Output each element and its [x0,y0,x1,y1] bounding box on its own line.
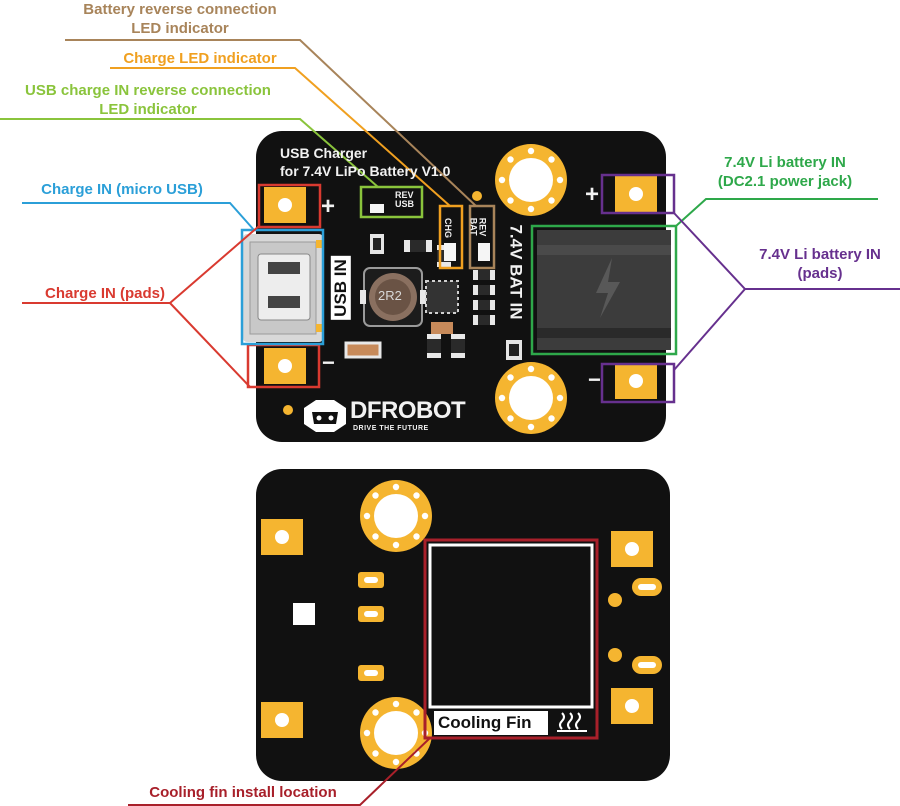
bottom-pad-bottom-right [611,688,653,724]
inductor-2r2 [360,267,426,327]
cooling-fin-area [423,538,599,740]
rev-bat-label: REV BAT [468,217,488,237]
usb-minus-sign: − [322,350,335,375]
bottom-pad-top-right [611,531,653,567]
cooling-fin-label: Cooling Fin [438,713,532,732]
label-battery-in-jack: 7.4V Li battery IN (DC2.1 power jack) [717,154,853,190]
mounting-hole-top-right [495,144,567,216]
label-cooling-fin-location: Cooling fin install location [149,784,337,801]
micro-usb-connector [243,234,324,342]
bottom-pad-top-left [261,519,303,555]
battery-minus-pad [615,363,657,399]
label-usb-reverse-led: USB charge IN reverse connection LED ind… [25,82,271,118]
mounting-hole-bottom-right [495,362,567,434]
usb-in-label: USB IN [330,256,351,320]
label-charge-in-usb: Charge IN (micro USB) [41,181,203,198]
mounting-hole-bottom-board-bottom [360,697,432,769]
battery-minus-sign: − [588,367,601,392]
brand-name: DFROBOT [350,397,466,424]
usb-minus-pad [264,348,306,384]
battery-plus-sign: + [585,181,600,208]
label-battery-in-pads: 7.4V Li battery IN (pads) [759,246,881,282]
inductor-label: 2R2 [378,288,402,303]
usb-plus-pad [264,187,306,223]
charger-ic [425,280,459,314]
usb-plus-sign: + [321,193,336,220]
robot-logo-icon [304,400,346,432]
lightning-icon [596,258,620,318]
chg-label: CHG [443,218,453,238]
dc-power-jack [537,230,671,350]
rev-usb-label: REV USB [395,190,415,209]
board-title: USB Charger for 7.4V LiPo Battery V1.0 [280,145,451,179]
heat-waves-icon [557,712,587,732]
label-battery-reverse-led: Battery reverse connection LED indicator [83,1,277,37]
label-charge-led: Charge LED indicator [123,50,277,67]
mounting-hole-bottom-board-top [360,480,432,552]
label-charge-in-pads: Charge IN (pads) [44,285,165,302]
brand-tagline: DRIVE THE FUTURE [353,425,429,432]
bat-in-label: 7.4V BAT IN [506,224,526,320]
bottom-pad-bottom-left [261,702,303,738]
battery-plus-pad [615,176,657,212]
oval-pads [358,572,662,681]
